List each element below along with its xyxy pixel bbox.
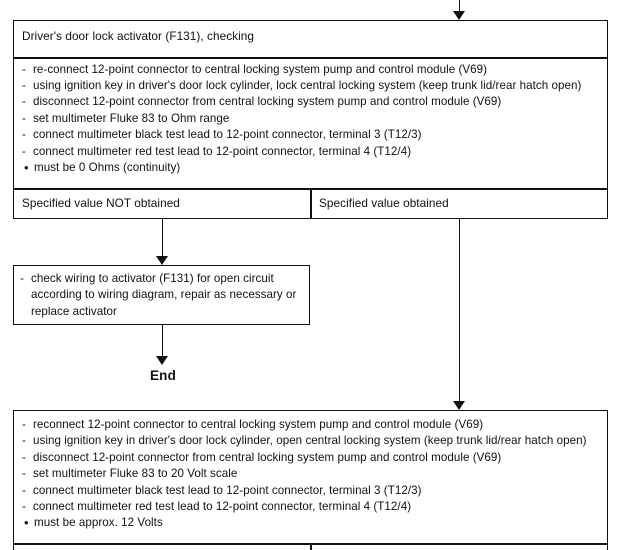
- list-item: -check wiring to activator (F131) for op…: [20, 271, 304, 320]
- list-marker: -: [22, 483, 26, 497]
- list-item: -connect multimeter red test lead to 12-…: [22, 499, 597, 515]
- list-marker: -: [22, 450, 26, 464]
- list-item: -disconnect 12-point connector from cent…: [22, 450, 597, 466]
- end-connector-stem: [161, 325, 163, 357]
- list-marker: -: [22, 128, 26, 142]
- list-text: re-connect 12-point connector to central…: [33, 62, 488, 76]
- list-marker: -: [22, 78, 26, 92]
- list-item: -set multimeter Fluke 83 to 20 Volt scal…: [22, 466, 597, 482]
- voltage-block-steps: -reconnect 12-point connector to central…: [22, 417, 597, 532]
- list-text: disconnect 12-point connector from centr…: [33, 450, 502, 464]
- voltage-block: [13, 410, 608, 550]
- list-text: disconnect 12-point connector from centr…: [33, 95, 502, 109]
- list-item: -using ignition key in driver's door loc…: [22, 78, 597, 94]
- list-marker: -: [22, 418, 26, 431]
- list-item: -set multimeter Fluke 83 to Ohm range: [22, 111, 597, 127]
- right-branch-connector-arrowhead: [452, 400, 465, 410]
- list-marker: -: [22, 62, 26, 76]
- list-text: must be approx. 12 Volts: [34, 516, 163, 530]
- branch-label-not-obtained: Specified value NOT obtained: [22, 196, 180, 210]
- list-text: connect multimeter red test lead to 12-p…: [33, 500, 412, 514]
- voltage-branch-cell-divider: [310, 543, 312, 550]
- list-text: connect multimeter black test lead to 12…: [33, 128, 422, 142]
- list-item: • must be approx. 12 Volts: [22, 515, 597, 531]
- list-item: -using ignition key in driver's door loc…: [22, 433, 597, 449]
- list-text: connect multimeter red test lead to 12-p…: [33, 144, 412, 158]
- left-branch-connector-arrowhead: [155, 255, 168, 265]
- list-item: • must be 0 Ohms (continuity): [22, 160, 597, 176]
- check-block-header-divider: [13, 57, 608, 59]
- list-text: reconnect 12-point connector to central …: [33, 418, 484, 431]
- end-label: End: [149, 368, 177, 383]
- list-item: -disconnect 12-point connector from cent…: [22, 94, 597, 110]
- list-item: -connect multimeter red test lead to 12-…: [22, 144, 597, 160]
- check-block: [13, 20, 608, 219]
- list-marker: -: [22, 467, 26, 481]
- check-block-steps: -re-connect 12-point connector to centra…: [22, 62, 597, 177]
- repair-block: [13, 265, 310, 325]
- list-marker: -: [22, 111, 26, 125]
- list-text: using ignition key in driver's door lock…: [33, 434, 587, 448]
- list-marker: -: [22, 434, 26, 448]
- incoming-connector-arrowhead: [452, 10, 465, 20]
- list-text: must be 0 Ohms (continuity): [34, 160, 181, 174]
- list-text: set multimeter Fluke 83 to Ohm range: [33, 111, 230, 125]
- list-item: -re-connect 12-point connector to centra…: [22, 62, 597, 78]
- branch-label-obtained: Specified value obtained: [319, 196, 449, 210]
- list-marker-bullet: •: [24, 515, 29, 531]
- list-marker: -: [22, 500, 26, 514]
- list-text: set multimeter Fluke 83 to 20 Volt scale: [33, 467, 238, 481]
- list-marker: -: [20, 272, 24, 285]
- list-text: using ignition key in driver's door lock…: [33, 78, 582, 92]
- list-marker: -: [22, 144, 26, 158]
- left-branch-connector-stem: [161, 219, 163, 257]
- list-text: check wiring to activator (F131) for ope…: [31, 272, 297, 318]
- list-marker: -: [22, 95, 26, 109]
- end-connector-arrowhead: [155, 355, 168, 365]
- right-branch-connector-stem: [458, 219, 460, 402]
- list-marker-bullet: •: [24, 159, 29, 175]
- list-item: -connect multimeter black test lead to 1…: [22, 483, 597, 499]
- check-block-title: Driver's door lock activator (F131), che…: [22, 29, 255, 43]
- branch-cell-divider: [310, 188, 312, 219]
- list-item: -reconnect 12-point connector to central…: [22, 417, 597, 433]
- list-item: -connect multimeter black test lead to 1…: [22, 127, 597, 143]
- repair-block-steps: -check wiring to activator (F131) for op…: [20, 271, 304, 320]
- incoming-connector-stem: [458, 0, 460, 13]
- list-text: connect multimeter black test lead to 12…: [33, 483, 422, 497]
